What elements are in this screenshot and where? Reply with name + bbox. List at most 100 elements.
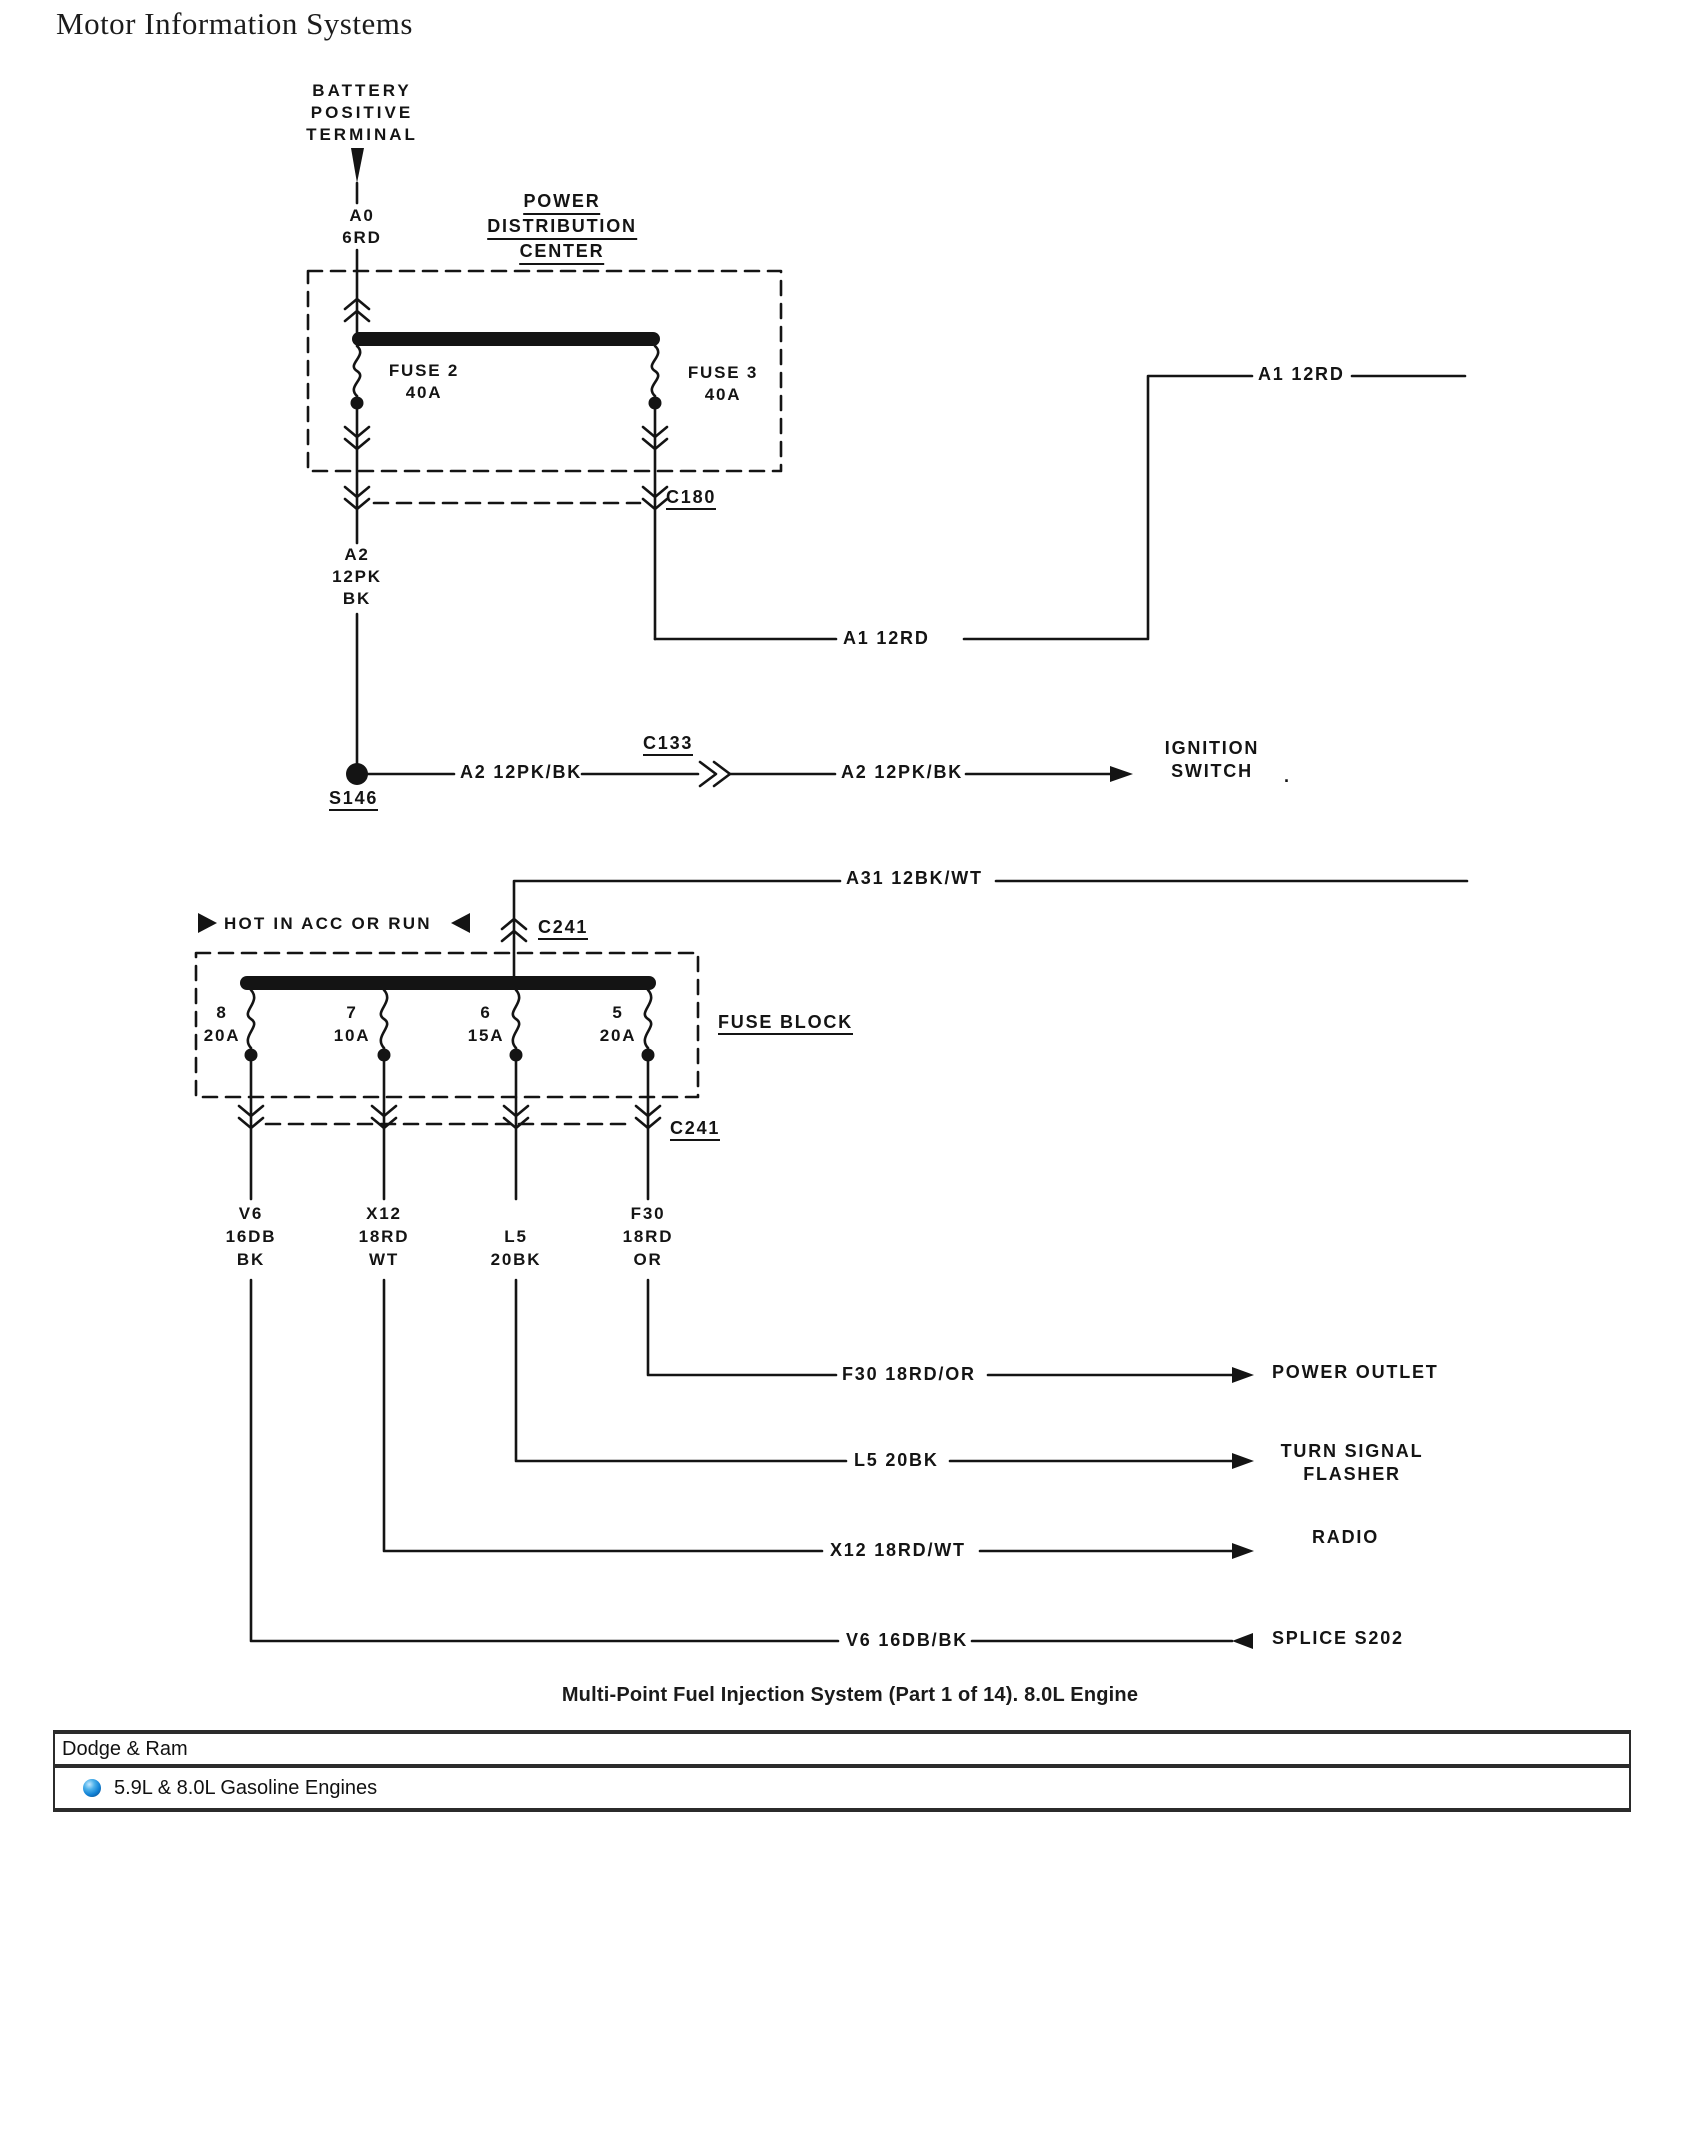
power-distribution-center-title: POWER DISTRIBUTION CENTER <box>487 190 637 265</box>
turn-signal-flasher-arrowhead-icon <box>1232 1453 1254 1469</box>
ignition-switch-period: . <box>1284 766 1291 786</box>
fuse3-name: FUSE 3 <box>687 363 759 382</box>
wire-x12-branch <box>382 1278 1234 1553</box>
wire-a0-label: A0 6RD <box>342 205 381 249</box>
splice-s202-label: SPLICE S202 <box>1272 1628 1404 1648</box>
battery-positive-terminal-label: BATTERY POSITIVE TERMINAL <box>306 80 418 146</box>
wire-a1-label-mid: A1 12RD <box>843 628 930 648</box>
fuse-block-bus-bar <box>240 976 656 990</box>
fuse2-label: FUSE 2 40A <box>389 360 459 404</box>
hot-in-left-pointer-icon <box>451 913 470 933</box>
wire-v6-drop-label: V6 16DB BK <box>226 1202 277 1271</box>
fuse-rating: 10A <box>333 1026 371 1045</box>
footer-table: Dodge & Ram 5.9L & 8.0L Gasoline Engines <box>53 1730 1631 1812</box>
dest-line: TURN SIGNAL <box>1280 1441 1424 1461</box>
wire-a2-circuit: A2 <box>344 545 370 564</box>
c180-connector-icons <box>343 485 669 511</box>
connector-c241-top-label: C241 <box>538 917 589 940</box>
wire-line: OR <box>633 1250 663 1269</box>
wire-a2-gauge: 12PK <box>332 567 382 586</box>
wire-line: WT <box>368 1250 400 1269</box>
pdc-title-line: POWER <box>523 190 601 215</box>
battery-label-line: TERMINAL <box>306 125 418 144</box>
battery-label-line: POSITIVE <box>310 103 414 122</box>
wire-line: 18RD <box>622 1227 674 1246</box>
fuse2-rating: 40A <box>405 383 443 402</box>
wire-a2-color: BK <box>342 589 372 608</box>
splice-s202-arrowhead-icon <box>1232 1633 1253 1649</box>
wire-f30-branch <box>646 1278 1234 1377</box>
ignition-switch-line: SWITCH <box>1171 761 1253 781</box>
power-outlet-arrowhead-icon <box>1232 1367 1254 1383</box>
fuse3-element <box>648 344 662 410</box>
turn-signal-flasher-label: TURN SIGNAL FLASHER <box>1281 1440 1424 1486</box>
figure-caption: Multi-Point Fuel Injection System (Part … <box>561 1684 1139 1706</box>
wire-a2-drop-label: A2 12PK BK <box>332 544 382 610</box>
dest-line: FLASHER <box>1303 1464 1401 1484</box>
page-title: Motor Information Systems <box>56 6 413 41</box>
fuse-block-title: FUSE BLOCK <box>718 1012 853 1035</box>
fuse-position: 5 <box>612 1003 624 1022</box>
fb-fuse5-label: 5 20A <box>600 1001 637 1047</box>
wire-line: 16DB <box>225 1227 277 1246</box>
wire-line: X12 <box>366 1204 402 1223</box>
wire-x12-drop-label: X12 18RD WT <box>359 1202 410 1271</box>
wire-a0-gauge: 6RD <box>342 228 382 247</box>
power-outlet-label: POWER OUTLET <box>1272 1362 1439 1382</box>
splice-s146-dot <box>346 763 368 785</box>
footer-engines-text: 5.9L & 8.0L Gasoline Engines <box>114 1776 378 1799</box>
fb-output-wires <box>249 1053 650 1201</box>
fuse-position: 7 <box>346 1003 358 1022</box>
fb-fuse7-label: 7 10A <box>334 1001 371 1047</box>
ignition-switch-arrowhead-icon <box>1110 766 1133 782</box>
wire-v6-branch <box>249 1278 1234 1643</box>
pdc-entry-connector-icon <box>343 297 371 323</box>
fuse3-label: FUSE 3 40A <box>688 362 758 406</box>
wire-a31-label: A31 12BK/WT <box>846 868 983 888</box>
wire-l5-drop-label: L5 20BK <box>491 1225 542 1271</box>
battery-feed-arrow-icon <box>351 148 364 183</box>
c241-bottom-connector-icons <box>237 1104 662 1130</box>
fuse2-name: FUSE 2 <box>388 361 460 380</box>
wire-a0-circuit: A0 <box>349 206 375 225</box>
radio-arrowhead-icon <box>1232 1543 1254 1559</box>
c241-top-connector-icon <box>500 917 528 943</box>
ignition-switch-line: IGNITION <box>1164 738 1260 758</box>
fuse2-element <box>350 344 364 410</box>
footer-make-text: Dodge & Ram <box>62 1737 188 1760</box>
wire-l5-run-label: L5 20BK <box>854 1450 939 1470</box>
pdc-exit-connector-icons <box>343 425 669 451</box>
hot-in-acc-or-run-label: HOT IN ACC OR RUN <box>224 914 432 933</box>
fuse3-rating: 40A <box>704 385 742 404</box>
connector-c180-label: C180 <box>666 487 717 510</box>
c133-connector-icon <box>698 760 732 788</box>
wire-line: 20BK <box>490 1250 542 1269</box>
wire-line: L5 <box>504 1227 528 1246</box>
wire-a1-route <box>653 374 1467 641</box>
wire-a2-run-label-left: A2 12PK/BK <box>460 762 583 782</box>
fuse-rating: 15A <box>467 1026 505 1045</box>
hot-in-right-pointer-icon <box>198 913 217 933</box>
wire-l5-branch <box>514 1278 1234 1463</box>
wire-a2-run-label-right: A2 12PK/BK <box>841 762 964 782</box>
fuse-position: 6 <box>480 1003 492 1022</box>
wire-v6-run-label: V6 16DB/BK <box>846 1630 969 1650</box>
footer-row-engines[interactable]: 5.9L & 8.0L Gasoline Engines <box>55 1768 1629 1808</box>
wire-f30-run-label: F30 18RD/OR <box>842 1364 976 1384</box>
footer-row-make: Dodge & Ram <box>55 1734 1629 1768</box>
splice-s146-label: S146 <box>329 788 379 811</box>
wire-line: F30 <box>630 1204 666 1223</box>
fb-fuse-elements <box>244 988 655 1062</box>
wire-line: BK <box>236 1250 266 1269</box>
fuse-position: 8 <box>216 1003 228 1022</box>
pdc-box <box>306 269 783 473</box>
pdc-title-line: DISTRIBUTION <box>487 215 637 240</box>
wire-a1-label-top: A1 12RD <box>1258 364 1345 384</box>
pdc-bus-bar <box>352 332 660 346</box>
wire-f30-drop-label: F30 18RD OR <box>623 1202 674 1271</box>
battery-label-line: BATTERY <box>312 81 412 100</box>
wire-a31 <box>512 879 1469 979</box>
wire-x12-run-label: X12 18RD/WT <box>830 1540 966 1560</box>
fuse-rating: 20A <box>203 1026 241 1045</box>
